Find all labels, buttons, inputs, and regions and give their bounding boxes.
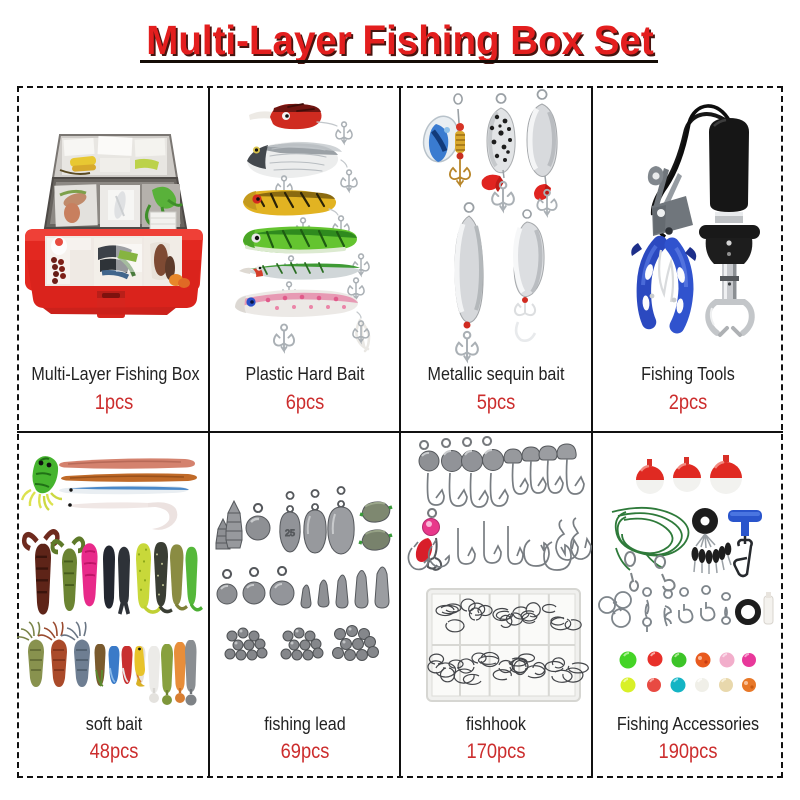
svg-text:25: 25 [285, 528, 295, 538]
